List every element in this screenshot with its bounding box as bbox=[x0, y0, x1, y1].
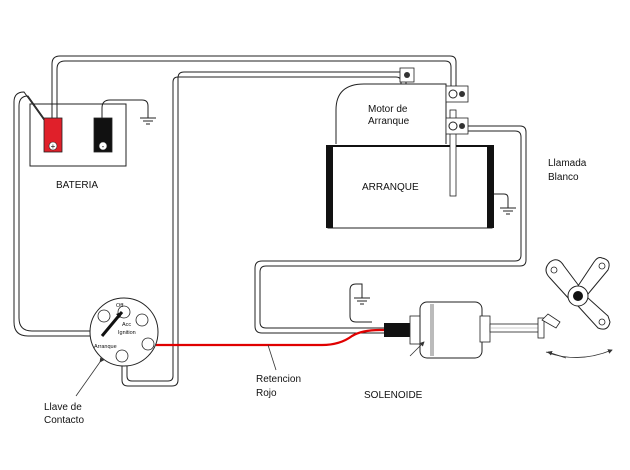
starter-connector-stem bbox=[449, 109, 457, 197]
solenoid-ground-wire bbox=[349, 283, 372, 323]
starter-label: ARRANQUE bbox=[362, 182, 419, 193]
starter-motor bbox=[326, 67, 494, 229]
rotation-arrow-icon-back bbox=[547, 350, 567, 359]
switch-acc-label: Acc bbox=[122, 322, 131, 328]
solenoid-connector bbox=[384, 323, 410, 337]
battery-ground-symbol bbox=[140, 117, 156, 125]
motor-terminal-top bbox=[445, 85, 469, 103]
call-white-wire bbox=[259, 125, 527, 329]
retention-label-line2: Rojo bbox=[256, 388, 277, 399]
solenoid-plunger-end bbox=[537, 317, 545, 339]
starter-body-right-band bbox=[487, 146, 494, 228]
call-label-line2: Blanco bbox=[548, 172, 579, 183]
key-pointer-line bbox=[75, 357, 105, 397]
battery-to-key-wire-inner bbox=[18, 95, 92, 332]
battery-negative-sign: - bbox=[102, 142, 105, 151]
battery-positive-dot bbox=[48, 141, 58, 151]
battery-negative-dot bbox=[98, 141, 108, 151]
throttle-lever bbox=[541, 257, 611, 330]
motor-terminal-left bbox=[399, 67, 415, 83]
switch-ignition-label: Ignition bbox=[118, 330, 136, 336]
solenoid-ground-symbol bbox=[354, 297, 370, 305]
retention-label-line1: Retencion bbox=[256, 374, 301, 385]
battery-positive-wire-inner bbox=[56, 60, 452, 118]
key-label-line2: Contacto bbox=[44, 415, 84, 426]
switch-off-label: Off bbox=[116, 303, 124, 309]
battery-negative-terminal bbox=[93, 117, 113, 153]
key-switch: Off Acc Ignition Arranque bbox=[89, 297, 159, 367]
motor-label-line2: Arranque bbox=[368, 116, 410, 127]
battery-case bbox=[29, 103, 127, 167]
battery-label: BATERIA bbox=[56, 180, 98, 191]
starter-ground-wire bbox=[490, 193, 509, 208]
retention-red-wire bbox=[156, 328, 392, 347]
solenoid-front bbox=[479, 315, 491, 343]
battery-positive-wire bbox=[51, 55, 457, 118]
battery-negative-ground-wire bbox=[101, 99, 149, 118]
battery-positive-terminal bbox=[43, 117, 63, 153]
battery: + - bbox=[29, 103, 127, 167]
retention-pointer-line bbox=[267, 344, 277, 371]
starter-body-left-band bbox=[326, 146, 333, 228]
motor-terminal-bottom bbox=[445, 117, 469, 135]
motor-label-line1: Motor de bbox=[368, 104, 408, 115]
key-label-line1: Llave de bbox=[44, 402, 82, 413]
call-label-line1: Llamada bbox=[548, 158, 587, 169]
call-white-wire-inner bbox=[254, 130, 522, 334]
rotation-arrow-icon bbox=[545, 349, 613, 358]
solenoid bbox=[384, 301, 545, 359]
key-to-motor-wire-inner bbox=[126, 76, 402, 382]
battery-positive-sign: + bbox=[51, 142, 56, 151]
starter-ground-symbol bbox=[500, 207, 516, 215]
solenoid-pointer-line bbox=[409, 341, 425, 357]
solenoid-body bbox=[419, 301, 483, 359]
battery-to-key-wire bbox=[13, 91, 92, 337]
motor-housing bbox=[335, 83, 447, 144]
switch-start-label: Arranque bbox=[94, 344, 117, 350]
solenoid-label: SOLENOIDE bbox=[364, 390, 423, 401]
